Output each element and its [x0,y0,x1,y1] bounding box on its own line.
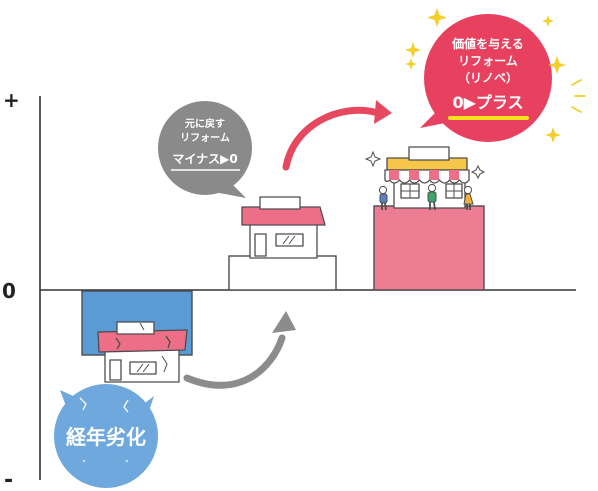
value-add-line2: リフォーム [458,54,518,68]
value-add-result: 0▶プラス [452,93,523,112]
value-arrow-curve [282,106,378,171]
value-add-line1: 価値を与える [451,36,524,51]
deterioration-bubble: 経年劣化 " " [54,384,158,488]
restore-arrow-head-icon [272,311,296,333]
restore-result: マイナス▶0 [172,152,237,166]
svg-text:": " [125,459,129,468]
restore-line1: 元に戻す [185,117,225,130]
deteriorated-house-icon [97,321,188,383]
yellow-sparkles-icon [405,8,566,143]
visitor-people-icon [378,183,474,211]
sparkle-icon [470,164,486,180]
value-added-block [373,205,485,291]
minus-label: - [4,468,13,491]
plus-label: + [3,88,20,112]
value-arrow-head-icon [374,100,392,124]
zero-label: 0 [2,279,16,303]
restore-bubble: 元に戻す リフォーム マイナス▶0 [158,101,252,198]
restore-line2: リフォーム [180,132,230,144]
restored-house-icon [241,196,326,259]
deterioration-label: 経年劣化 [66,425,146,449]
renovated-shop-icon [384,146,470,209]
value-add-line3: （リノベ） [458,70,518,85]
value-add-bubble: 価値を与える リフォーム （リノベ） 0▶プラス [420,14,552,142]
restored-block [228,255,337,291]
restore-arrow-curve [183,334,286,389]
sparkle-rays [571,79,586,113]
sparkle-icon [364,150,382,168]
svg-text:": " [82,459,86,468]
